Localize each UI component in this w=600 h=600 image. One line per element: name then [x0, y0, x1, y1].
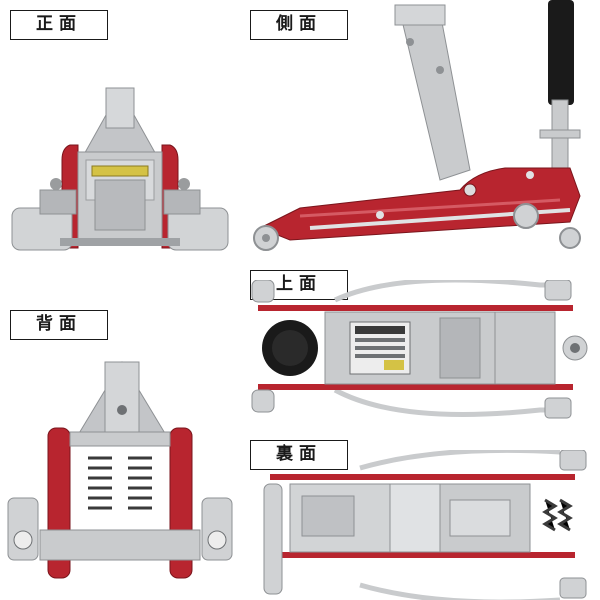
bottom-view-image: [240, 450, 600, 600]
back-view-image: [0, 340, 240, 600]
label-back-view: 背面: [10, 310, 108, 340]
label-side-view: 側面: [250, 10, 348, 40]
side-view-image: [240, 0, 600, 270]
front-view-image: [0, 40, 240, 270]
top-view-image: [240, 280, 600, 430]
label-bottom-view: 裏面: [250, 440, 348, 470]
label-front-view: 正面: [10, 10, 108, 40]
